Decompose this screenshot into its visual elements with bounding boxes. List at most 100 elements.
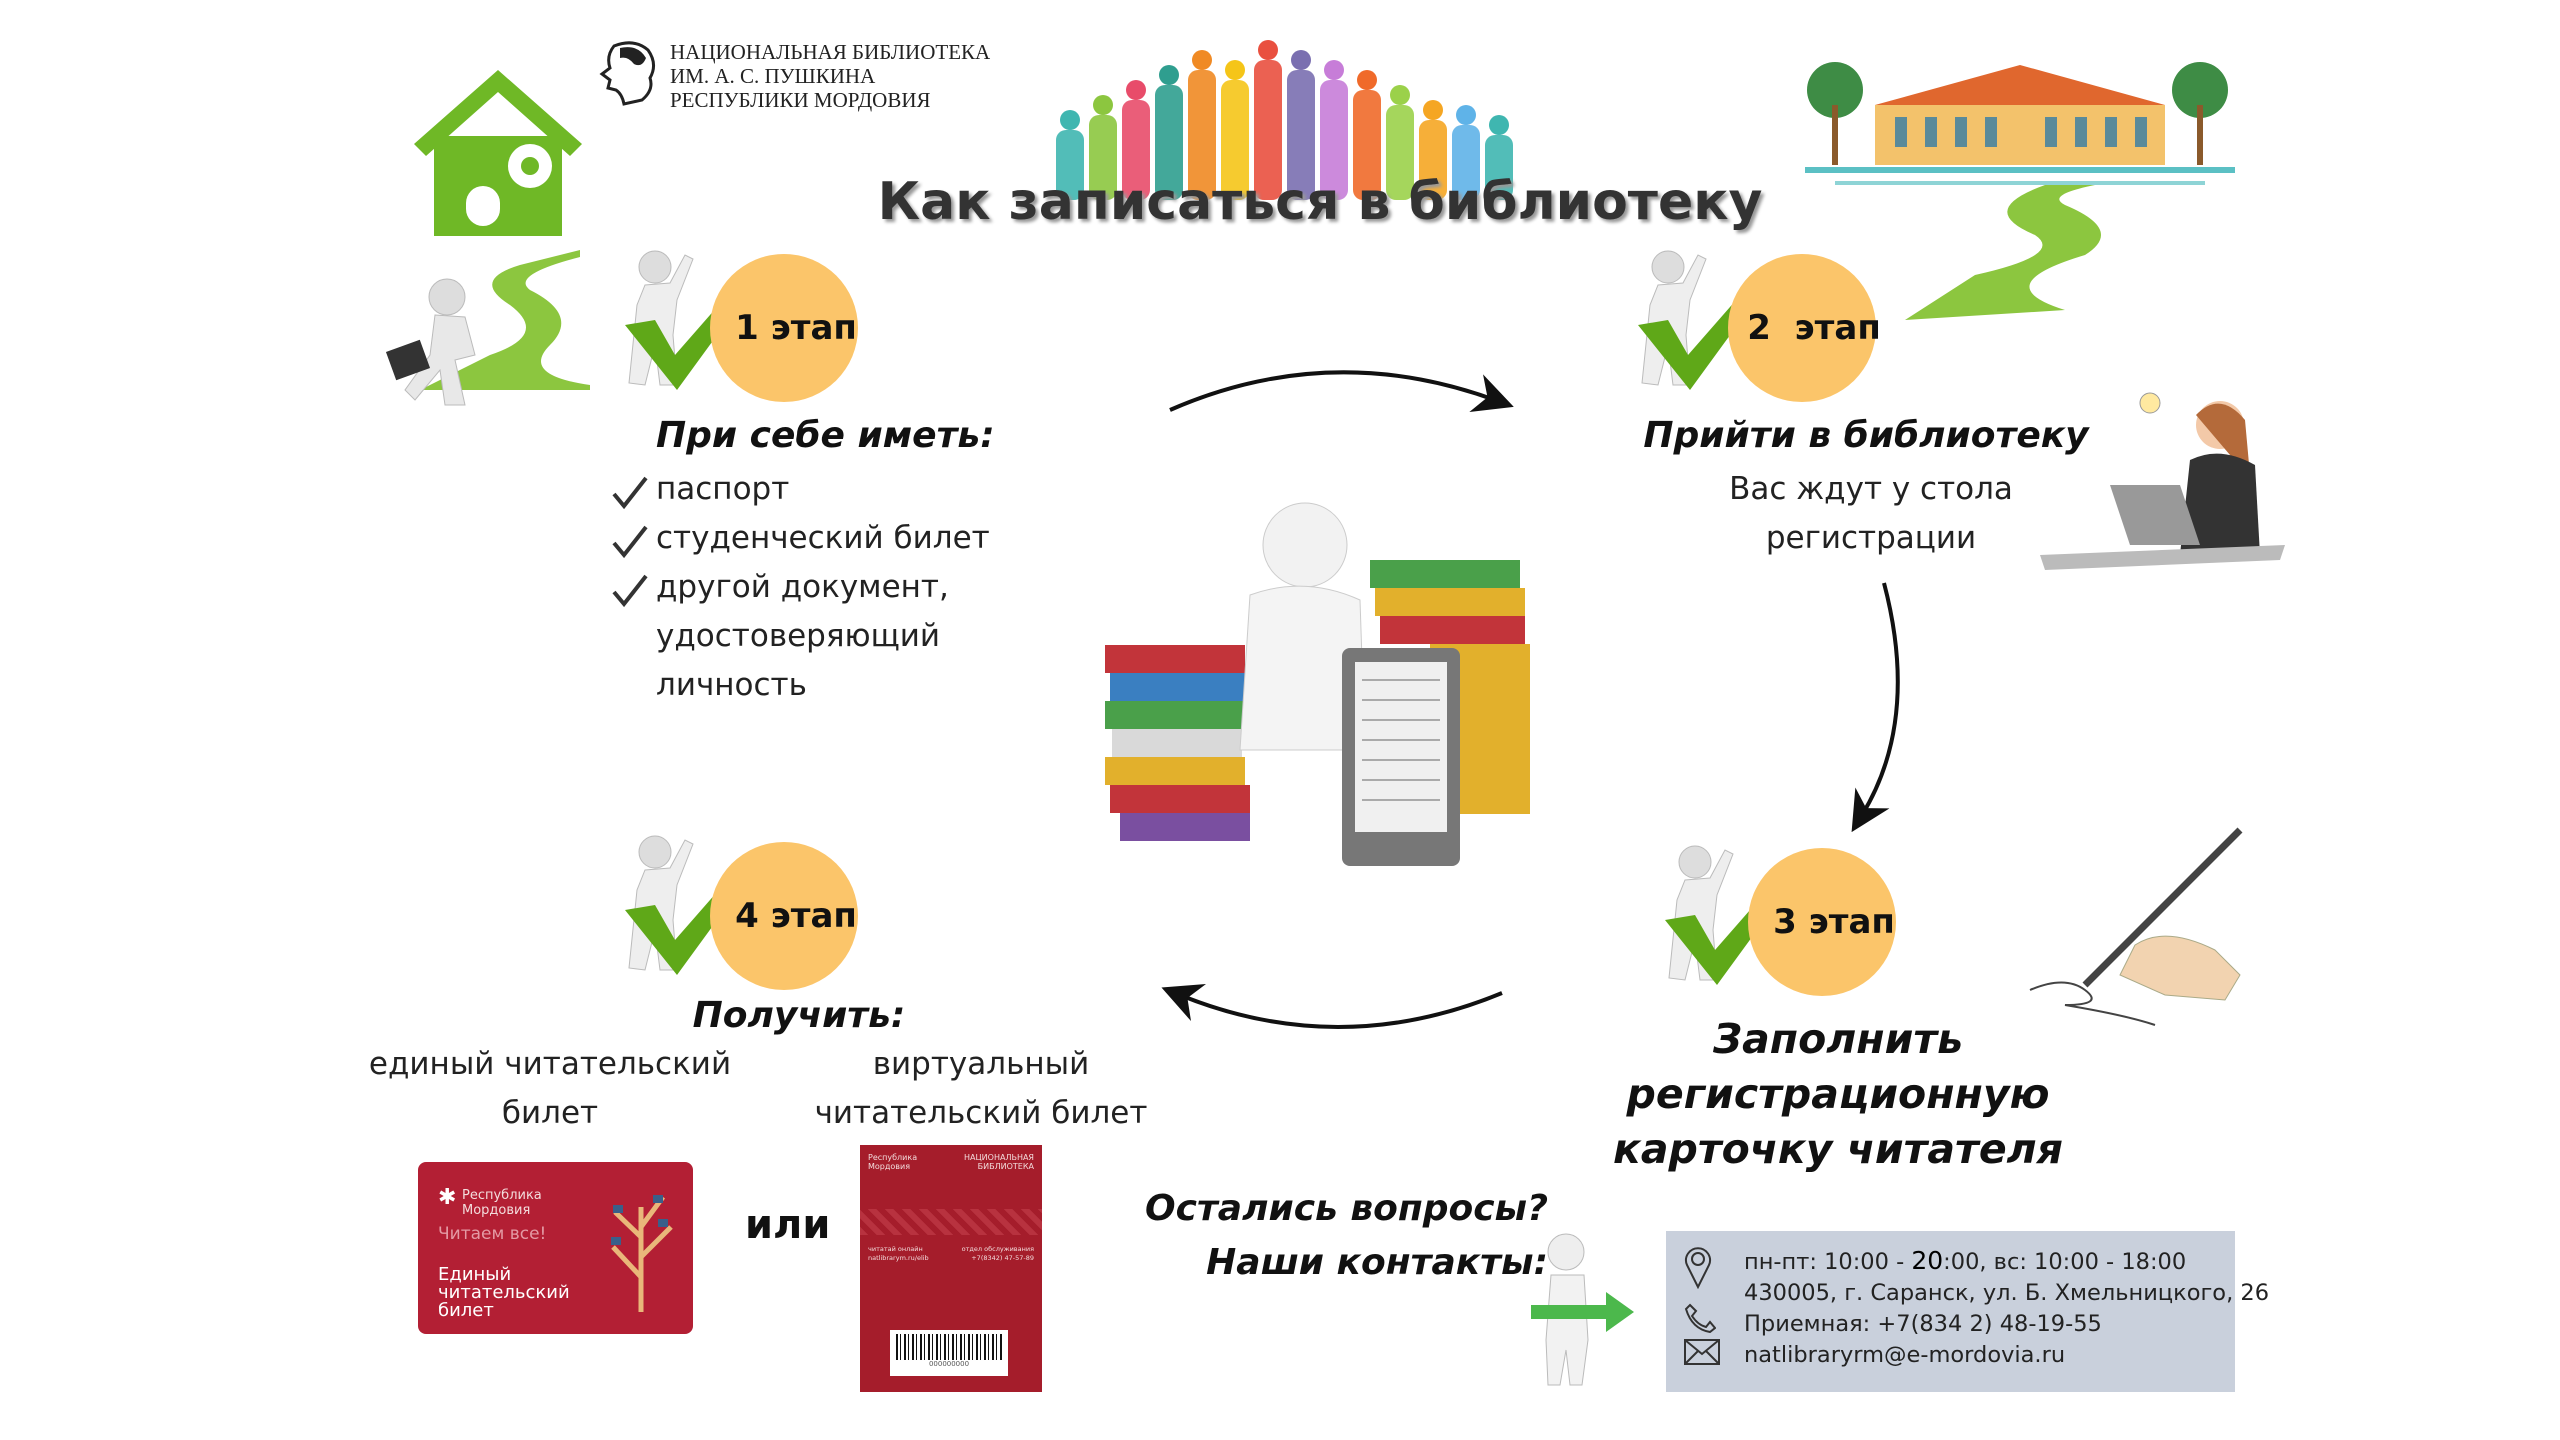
brand-line: Мордовия [868, 1162, 911, 1171]
stage-2-heading: Прийти в библиотеку [1643, 415, 2089, 456]
org-line: БИБЛИОТЕКА [977, 1162, 1034, 1171]
questions-line: Остались вопросы? [1145, 1188, 1548, 1229]
stage-2-badge: 2 этап [1728, 254, 1881, 402]
info-label: читатай онлайн [868, 1245, 923, 1253]
library-logo-text: НАЦИОНАЛЬНАЯ БИБЛИОТЕКА ИМ. А. С. ПУШКИН… [670, 40, 990, 112]
logo-line: ИМ. А. С. ПУШКИНА [670, 64, 876, 88]
brand-line: Республика [462, 1188, 542, 1203]
stage-4-badge: 4 этап [710, 842, 858, 990]
documents-list: паспорт студенческий билет другой докуме… [656, 465, 990, 710]
questions-text: Остались вопросы? Наши контакты: [1100, 1182, 1548, 1290]
location-pin-icon [1685, 1247, 1711, 1289]
stage-1-heading: При себе иметь: [656, 415, 995, 456]
person-silhouette [1254, 40, 1282, 200]
option-line: виртуальный [872, 1046, 1090, 1082]
option-line: единый читательский [368, 1046, 732, 1082]
info-value: +7(8342) 47-57-89 [971, 1254, 1034, 1262]
stage-label: 1 этап [735, 308, 857, 348]
barcode: 000000000 [890, 1330, 1008, 1376]
arrow-stage2-to-stage3 [1851, 582, 1900, 833]
book-tree-icon [611, 1195, 673, 1312]
person-silhouette [1221, 60, 1249, 200]
person-silhouette [1485, 115, 1513, 200]
person-silhouette [1122, 80, 1150, 200]
description-line: Вас ждут у стола [1729, 471, 2013, 507]
phone-icon [1684, 1303, 1716, 1333]
option-unified-card: единый читательский билет [369, 1040, 731, 1138]
mordovia-emblem-icon: ✱ [438, 1185, 457, 1210]
barcode-number: 000000000 [928, 1360, 970, 1368]
address: 430005, г. Саранск, ул. Б. Хмельницкого,… [1744, 1280, 2270, 1306]
list-item: другой документ, [656, 569, 949, 605]
option-line: билет [501, 1095, 599, 1131]
person-silhouette [1452, 105, 1480, 200]
person-silhouette [1353, 70, 1381, 200]
barcode-bars-icon [896, 1334, 1002, 1360]
person-silhouette [1419, 100, 1447, 200]
people-silhouettes-icon [1056, 40, 1513, 200]
stage-label: 2 этап [1747, 308, 1881, 348]
check-icon [612, 574, 648, 608]
pushkin-logo-icon [599, 41, 655, 106]
check-icon [612, 525, 648, 559]
option-line: читательский билет [814, 1095, 1148, 1131]
person-silhouette [1188, 50, 1216, 200]
list-item: удостоверяющий [656, 618, 941, 654]
card-name-line: читательский [438, 1282, 570, 1303]
page-title: Как записаться в библиотеку [877, 172, 1763, 232]
person-silhouette [1320, 60, 1348, 200]
phone-number[interactable]: Приемная: +7(834 2) 48-19-55 [1744, 1311, 2102, 1337]
list-item: паспорт [656, 471, 790, 507]
org-line: НАЦИОНАЛЬНАЯ [963, 1153, 1034, 1162]
brand-line: Республика [868, 1153, 918, 1162]
description-line: регистрации [1765, 520, 1977, 556]
hours-highlight: 20 [1911, 1246, 1944, 1275]
stage-label: 3 этап [1773, 902, 1895, 942]
person-silhouette [1386, 85, 1414, 200]
running-man-icon [385, 278, 476, 406]
stage-3-badge: 3 этап [1748, 848, 1896, 996]
email-icon [1684, 1339, 1720, 1365]
list-item: студенческий билет [656, 520, 990, 556]
or-label: или [745, 1202, 831, 1248]
stage-1-badge: 1 этап [710, 254, 858, 402]
questions-line: Наши контакты: [1206, 1242, 1548, 1283]
hand-writing-icon [2029, 827, 2243, 1026]
person-silhouette [1155, 65, 1183, 200]
library-building-icon [1805, 62, 2235, 320]
road-icon [420, 250, 590, 390]
logo-line: НАЦИОНАЛЬНАЯ БИБЛИОТЕКА [670, 40, 991, 64]
arrow-stage1-to-stage2 [1169, 370, 1514, 412]
house-icon [414, 70, 582, 236]
card-name-line: билет [438, 1300, 494, 1321]
person-silhouette [1089, 95, 1117, 200]
card-name-line: Единый [438, 1264, 512, 1285]
contacts-box: пн-пт: 10:00 - 20:00, вс: 10:00 - 18:00 … [1666, 1231, 2270, 1392]
description-line: Заполнить [1712, 1015, 1964, 1063]
logo-line: РЕСПУБЛИКИ МОРДОВИЯ [670, 88, 931, 112]
check-icon [612, 476, 648, 510]
hours-text: пн-пт: 10:00 - [1744, 1249, 1912, 1275]
info-value: natlibrarym.ru/elib [868, 1254, 929, 1262]
stage-3-description: Заполнить регистрационную карточку читат… [1613, 1012, 2063, 1177]
stage-4-heading: Получить: [692, 995, 906, 1036]
option-virtual-card: виртуальный читательский билет [815, 1040, 1148, 1138]
card-slogan: Читаем все! [438, 1224, 547, 1244]
person-silhouette [1287, 50, 1315, 200]
stage-label: 4 этап [735, 896, 857, 936]
arrow-stage3-to-stage4 [1161, 983, 1503, 1029]
figure-with-arrow-icon [1531, 1233, 1634, 1386]
email-link[interactable]: natlibraryrm@e-mordovia.ru [1744, 1342, 2066, 1368]
person-silhouette [1056, 110, 1084, 200]
opening-hours: пн-пт: 10:00 - 20:00, вс: 10:00 - 18:00 [1744, 1245, 2235, 1278]
hours-text: :00, вс: 10:00 - 18:00 [1943, 1249, 2187, 1275]
brand-line: Мордовия [462, 1203, 531, 1218]
librarian-at-laptop-icon [2040, 392, 2285, 570]
